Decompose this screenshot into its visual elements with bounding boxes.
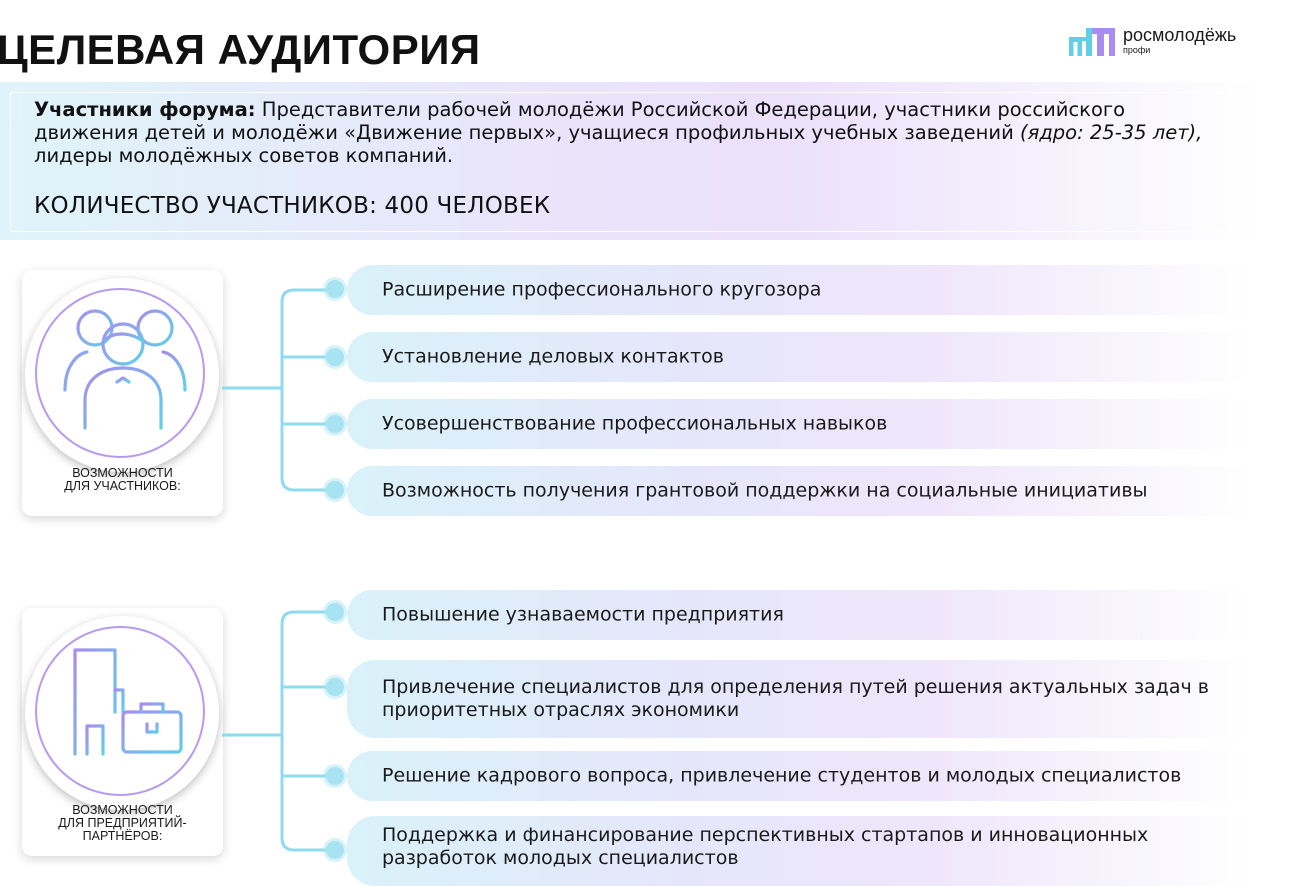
logo-name: росмолодёжь — [1123, 25, 1237, 45]
bullet-dot — [326, 767, 344, 785]
participants-item-3: Усовершенствование профессиональных навы… — [347, 399, 1252, 449]
partners-label-line2: ДЛЯ ПРЕДПРИЯТИЙ- — [58, 816, 187, 830]
partners-card: ВОЗМОЖНОСТИ ДЛЯ ПРЕДПРИЯТИЙ- ПАРТНЁРОВ: — [22, 608, 223, 856]
participants-item-1: Расширение профессионального кругозора — [347, 265, 1252, 315]
partners-item-text: Решение кадрового вопроса, привлечение с… — [382, 764, 1182, 787]
office-building-briefcase-icon — [67, 648, 189, 758]
partners-item-4: Поддержка и финансирование перспективных… — [347, 816, 1252, 886]
logo-sub: профи — [1123, 45, 1151, 55]
participants-card: ВОЗМОЖНОСТИ ДЛЯ УЧАСТНИКОВ: — [22, 270, 223, 516]
participants-item-text: Расширение профессионального кругозора — [382, 278, 822, 301]
partners-item-text: Поддержка и финансирование перспективных… — [382, 824, 1149, 869]
participants-bracket — [222, 288, 338, 492]
partners-label-line1: ВОЗМОЖНОСТИ — [72, 803, 173, 817]
participants-item-text: Усовершенствование профессиональных навы… — [382, 412, 888, 435]
bullet-dot — [326, 841, 344, 859]
bullet-dot — [326, 603, 344, 621]
bullet-dot — [326, 415, 344, 433]
bullet-dot — [326, 678, 344, 696]
audience-core-age: (ядро: 25-35 лет), — [1019, 121, 1203, 144]
participants-count: КОЛИЧЕСТВО УЧАСТНИКОВ: 400 ЧЕЛОВЕК — [34, 193, 551, 219]
people-group-icon — [63, 309, 187, 430]
partners-item-2: Привлечение специалистов для определения… — [347, 660, 1252, 738]
audience-banner — [0, 82, 1262, 240]
audience-label: Участники форума: — [34, 98, 256, 121]
page-title: ЦЕЛЕВАЯ АУДИТОРИЯ — [0, 26, 481, 73]
bullet-dot — [326, 481, 344, 499]
partners-item-1: Повышение узнаваемости предприятия — [347, 590, 1252, 640]
partners-item-3: Решение кадрового вопроса, привлечение с… — [347, 751, 1252, 801]
audience-text-2: лидеры молодёжных советов компаний. — [34, 144, 454, 167]
partners-label-line3: ПАРТНЁРОВ: — [82, 829, 163, 843]
participants-label-line2: ДЛЯ УЧАСТНИКОВ: — [64, 479, 181, 493]
participants-item-text: Возможность получения грантовой поддержк… — [382, 479, 1148, 502]
participants-item-4: Возможность получения грантовой поддержк… — [347, 466, 1252, 516]
logo: росмолодёжь профи — [1069, 26, 1236, 56]
partners-item-text: Повышение узнаваемости предприятия — [382, 603, 784, 626]
rosmolodezh-logo-icon — [1069, 28, 1115, 56]
partners-item-text: Привлечение специалистов для определения… — [382, 676, 1209, 721]
participants-item-2: Установление деловых контактов — [347, 332, 1252, 382]
audience-text-1: Представители рабочей молодёжи Российско… — [34, 98, 1126, 144]
bullet-dot — [326, 348, 344, 366]
participants-label-line1: ВОЗМОЖНОСТИ — [72, 466, 173, 480]
partners-bracket — [222, 610, 338, 852]
audience-description: Участники форума: Представители рабочей … — [34, 98, 1234, 167]
bullet-dot — [326, 280, 344, 298]
participants-item-text: Установление деловых контактов — [382, 345, 724, 368]
